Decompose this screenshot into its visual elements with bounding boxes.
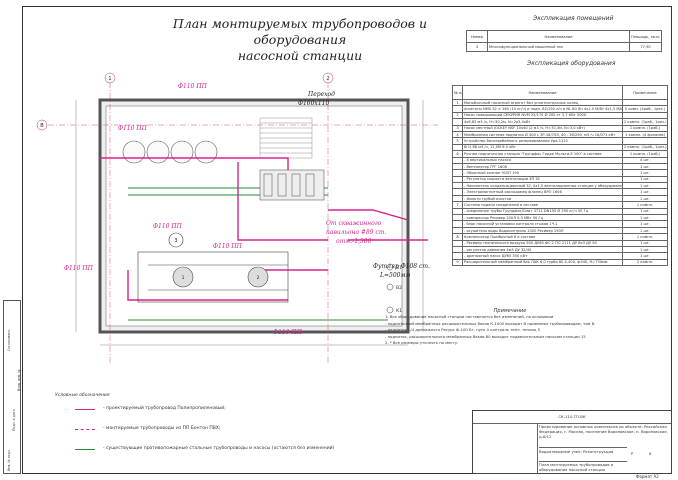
notes-caption: Примечание (493, 308, 527, 314)
note-line: - подпиток 1/4 дренажного Ресурс Ф-100 Б… (385, 327, 541, 333)
equip-cell-num: 9 (452, 258, 463, 267)
rooms-table: Номер Наименование Площадь, кв.м. 3 Мног… (466, 30, 662, 52)
equip-cell-note: 1 шт. (622, 252, 668, 260)
notes-block: Примечание 1. Все оборудование насосной … (385, 308, 635, 346)
rooms-header-name: Наименование (486, 30, 631, 43)
pipe-label-110-center: Ф110 ПП (213, 243, 243, 250)
stamp-code: СК-110-ТП-ВК (473, 411, 671, 424)
table-row: 3 Многофункциональный машинный зал 77,90 (466, 42, 662, 52)
room-number: 3 (174, 238, 177, 244)
room-number-marker (168, 232, 184, 248)
valve-markers (386, 263, 394, 314)
equip-cell-note: 2 компл. (1раб., 1рез.) (622, 118, 668, 126)
equip-header-name: Наименование (462, 85, 623, 100)
legend-item: - проектируемый трубопровод Полипропилен… (55, 406, 355, 420)
title-block: СК-110-ТП-ВК Проектирование основных ком… (472, 410, 672, 474)
pipe-label-110-bottom: Ф110 ПП (273, 329, 303, 336)
casing-label-2: L=500мм (379, 272, 410, 279)
equip-header-num: № п/п (452, 85, 463, 100)
binding-strip: Инв. № подл. Подп. и дата Взам. инв. № С… (3, 300, 21, 474)
pipe-label-110-left: Ф110 ПП (118, 125, 148, 132)
equipment-table: № п/п Наименование Примечание 1Моноблочн… (452, 85, 668, 267)
legend-swatch-existing (75, 449, 95, 450)
rooms-table-caption: Экспликация помещений (533, 15, 614, 22)
axis-label-1: 1 (108, 76, 111, 82)
network-label-v2: В2 (396, 285, 402, 291)
legend-swatch-new (75, 409, 95, 410)
drawing-title: План монтируемых трубопроводов и оборудо… (170, 16, 430, 64)
axis-label-2: 2 (326, 76, 329, 82)
note-line: - подпиточной мембранных расширительных … (385, 320, 595, 326)
sheet-frame (22, 6, 672, 474)
pipe-label-110-top: Ф110 ПП (178, 83, 208, 90)
network-label-k1: К1 (396, 308, 402, 314)
pump-manifold (137, 251, 289, 303)
pipe-label-110-leftlow: Ф110 ПП (64, 265, 94, 272)
stairs (259, 117, 313, 159)
floor-plan: В 1 2 3 1 2 Ф110 ПП Ф110 ПП Ф110 ПП Ф110… (36, 72, 438, 365)
stamp-stage-label: Водоотведение узел: Реконструкция (539, 447, 627, 460)
rooms-header-num: Номер (466, 30, 488, 43)
stamp-sheet: 6 (649, 451, 652, 456)
note-line: 2. * Все размеры уточнять по месту. (385, 340, 459, 346)
transition-size-label: Ф160х110 (298, 100, 329, 107)
pipe-label-110-mid: Ф110 ПП (153, 223, 183, 230)
equip-cell-note: 5 комп. (4раб., 1рез.) (622, 105, 668, 113)
stamp-signatures (473, 424, 538, 474)
axis-marker-1 (104, 72, 116, 84)
casing-label-1: Футляр Ф108 ст. (373, 263, 430, 270)
legend-caption: Условные обозначения (55, 393, 110, 398)
pump-label-2: 2 (257, 275, 260, 281)
legend-item: - существующие противопожарные стальные … (55, 446, 355, 460)
dimension-lines (75, 100, 424, 346)
booster-station (259, 169, 325, 201)
note-line: 1. Все оборудование насосной станции пос… (385, 314, 554, 320)
legend-swatch-mounted (75, 429, 95, 430)
equip-header-note: Примечание (622, 85, 668, 100)
legend-item: - монтируемые трубопроводы из ПП Бонтон … (55, 426, 355, 440)
stamp-stage: Р (631, 451, 634, 456)
title-line-2: насосной станции (237, 48, 363, 63)
rooms-header-area: Площадь, кв.м. (629, 30, 662, 43)
equip-cell-name: Расширительный мембранный бак ЛАК 6,0 ту… (462, 258, 623, 267)
legend-block: Условные обозначения - проектируемый тру… (55, 393, 355, 460)
from-well-line-1: От скважинного (326, 220, 382, 227)
table-row: Агрегаты NMS 32 × 160 (10 кг/ч) и подп. … (452, 105, 668, 113)
network-label-v1: В1 (396, 265, 402, 271)
equip-cell-note (622, 98, 668, 107)
title-line-1: План монтируемых трубопроводов и оборудо… (172, 16, 428, 47)
axis-marker-2 (322, 72, 334, 84)
from-well-line-3: отм.-1,500 (336, 238, 372, 245)
equip-cell-note: 2 компл. (622, 258, 668, 267)
transition-label: Переход (307, 91, 335, 98)
pump-label-1: 1 (182, 275, 185, 281)
stamp-project-title: Проектирование основных комплексов на об… (539, 424, 668, 439)
sheet-format: Формат А2 (636, 474, 659, 479)
equipment-table-caption: Экспликация оборудования (527, 60, 616, 67)
equip-cell-note (622, 111, 668, 120)
axis-marker-B (36, 119, 48, 131)
note-line: - подпиток, расширительного мембранных б… (385, 333, 586, 339)
stamp-drawing-name: План монтируемых трубопроводов и оборудо… (539, 461, 627, 472)
from-well-line-2: павильона #89 ст. (326, 229, 387, 236)
building-inner-wall (105, 105, 403, 327)
axis-label-B: В (40, 123, 44, 129)
